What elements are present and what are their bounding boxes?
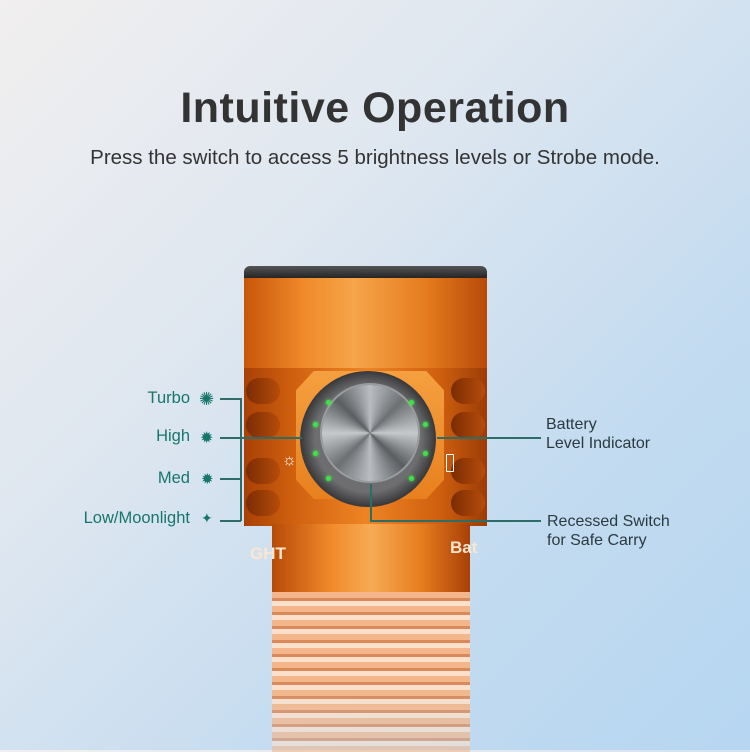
flashlight-bezel <box>244 266 487 280</box>
led <box>423 451 428 456</box>
groove <box>451 458 485 484</box>
battery-engraving-icon <box>446 454 454 472</box>
groove <box>246 458 280 484</box>
model-engraving: Bat <box>450 538 478 557</box>
led <box>326 400 331 405</box>
connector-line <box>220 398 241 400</box>
page-title: Intuitive Operation <box>180 84 570 132</box>
sun-icon: ✹ <box>200 430 214 447</box>
led <box>313 422 318 427</box>
label-med: Med <box>157 469 190 487</box>
page-subtitle: Press the switch to access 5 brightness … <box>90 146 660 169</box>
flashlight-head <box>244 278 487 370</box>
led <box>409 476 414 481</box>
callout-line: Recessed Switch <box>547 513 670 530</box>
led <box>326 476 331 481</box>
label-turbo: Turbo <box>147 389 191 407</box>
groove <box>451 490 485 516</box>
led <box>313 451 318 456</box>
connector-line <box>220 478 241 480</box>
callout-line: for Safe Carry <box>547 532 647 549</box>
groove <box>246 412 280 438</box>
label-high: High <box>156 427 190 445</box>
led <box>409 400 414 405</box>
battery-callout: Battery Level Indicator <box>546 415 650 453</box>
connector-line <box>370 484 372 521</box>
power-switch[interactable] <box>322 385 418 481</box>
callout-line: Battery <box>546 416 597 433</box>
connector-line <box>220 437 302 439</box>
flashlight-body <box>272 524 470 594</box>
callout-line: Level Indicator <box>546 435 651 452</box>
switch-callout: Recessed Switch for Safe Carry <box>547 512 670 550</box>
connector-line <box>370 520 541 522</box>
label-low-moonlight: Low/Moonlight <box>83 509 190 527</box>
groove <box>451 378 485 404</box>
sun-tiny-icon: ✦ <box>201 510 213 526</box>
groove <box>246 490 280 516</box>
sun-large-icon: ✺ <box>199 389 215 409</box>
brightness-engraving-icon: ☼ <box>282 452 297 469</box>
connector-line <box>437 437 541 439</box>
connector-line <box>220 520 241 522</box>
led <box>423 422 428 427</box>
brand-engraving: GHT <box>250 544 286 563</box>
bracket-line <box>240 398 242 521</box>
sun-small-icon: ✹ <box>201 471 214 488</box>
flashlight-threads <box>272 592 470 752</box>
groove <box>246 378 280 404</box>
groove <box>451 412 485 438</box>
